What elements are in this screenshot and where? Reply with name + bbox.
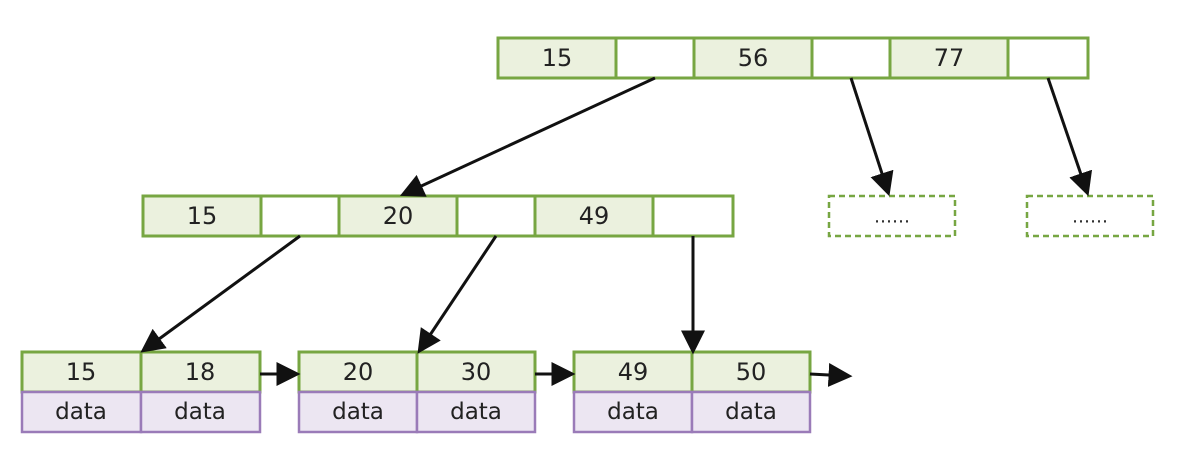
placeholder-box (827, 194, 957, 238)
internal-key-label: 49 (579, 202, 610, 230)
leaf-data-cell (139, 390, 262, 434)
leaf-key-label: 50 (736, 358, 767, 386)
leaf-key-label: 20 (343, 358, 374, 386)
leaf-data-cell (20, 390, 143, 434)
leaf-key-label: 49 (618, 358, 649, 386)
placeholder-label: …… (1072, 207, 1108, 228)
leaf-data-label: data (332, 399, 384, 425)
arrow-root-to-placeholder (849, 77, 894, 197)
placeholder-box (1025, 194, 1155, 238)
leaf-data-label: data (55, 399, 107, 425)
placeholder-label: …… (874, 207, 910, 228)
placeholder-node: …… (1025, 194, 1155, 238)
arrow-leaf-next (809, 362, 853, 387)
leaf-key-label: 18 (185, 358, 216, 386)
leaf-data-cell (690, 390, 812, 434)
internal-pointer-cell (455, 194, 537, 238)
arrow-root-to-placeholder (1046, 77, 1093, 197)
arrow-internal-to-leaf (417, 235, 498, 354)
internal-key-label: 20 (383, 202, 414, 230)
leaf-key-cell (20, 350, 143, 394)
leaf-data-label: data (450, 399, 502, 425)
root-key-cell (692, 36, 814, 80)
internal-pointer-cell (259, 194, 341, 238)
arrow-root-to-internal (399, 76, 656, 197)
leaf-node: 20 30 data data (297, 350, 537, 434)
internal-pointer-cell (651, 194, 735, 238)
leaf-data-cell (297, 390, 419, 434)
internal-key-label: 15 (187, 202, 218, 230)
root-key-label: 15 (542, 44, 573, 72)
root-key-label: 56 (738, 44, 769, 72)
leaf-data-label: data (174, 399, 226, 425)
leaf-key-label: 30 (461, 358, 492, 386)
root-pointer-cell (810, 36, 892, 80)
arrow-internal-to-leaf (140, 234, 301, 353)
leaf-data-cell (572, 390, 694, 434)
leaf-data-label: data (725, 399, 777, 425)
leaf-key-label: 15 (66, 358, 97, 386)
root-pointer-cell (1006, 36, 1090, 80)
internal-key-cell (337, 194, 459, 238)
root-key-cell (888, 36, 1010, 80)
leaf-key-cell (139, 350, 262, 394)
leaf-data-cell (415, 390, 537, 434)
leaf-data-label: data (607, 399, 659, 425)
root-pointer-cell (614, 36, 696, 80)
root-key-label: 77 (934, 44, 965, 72)
placeholder-node: …… (827, 194, 957, 238)
root-key-cell (496, 36, 618, 80)
leaf-node: 15 18 data data (20, 350, 262, 434)
leaf-node: 49 50 data data (572, 350, 812, 434)
internal-node: 15 20 49 (141, 194, 735, 238)
root-node: 15 56 77 (496, 36, 1090, 80)
